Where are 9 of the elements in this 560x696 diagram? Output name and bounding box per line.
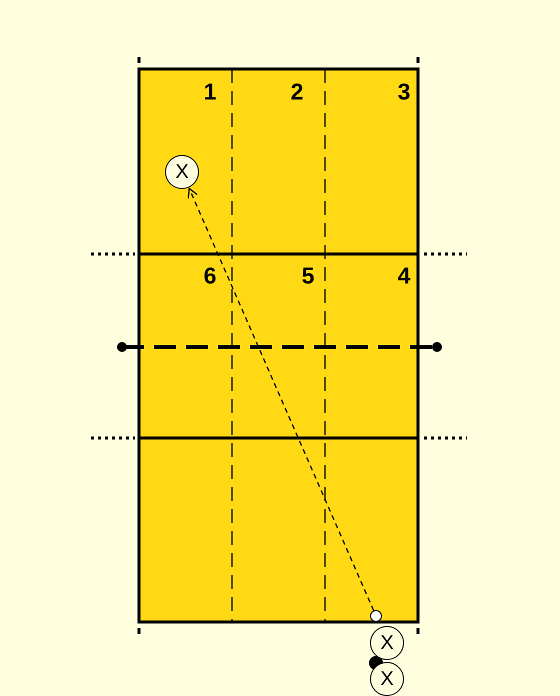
zone-number: 1 [204, 80, 216, 104]
zone-number: 6 [204, 264, 216, 288]
player-marker: X [370, 626, 404, 660]
arrow [188, 188, 374, 611]
player-marker: X [370, 662, 404, 696]
zone-number: 5 [302, 264, 314, 288]
zone-number: 3 [398, 80, 410, 104]
zone-number: 2 [290, 80, 304, 104]
zone-number: 4 [398, 264, 410, 288]
